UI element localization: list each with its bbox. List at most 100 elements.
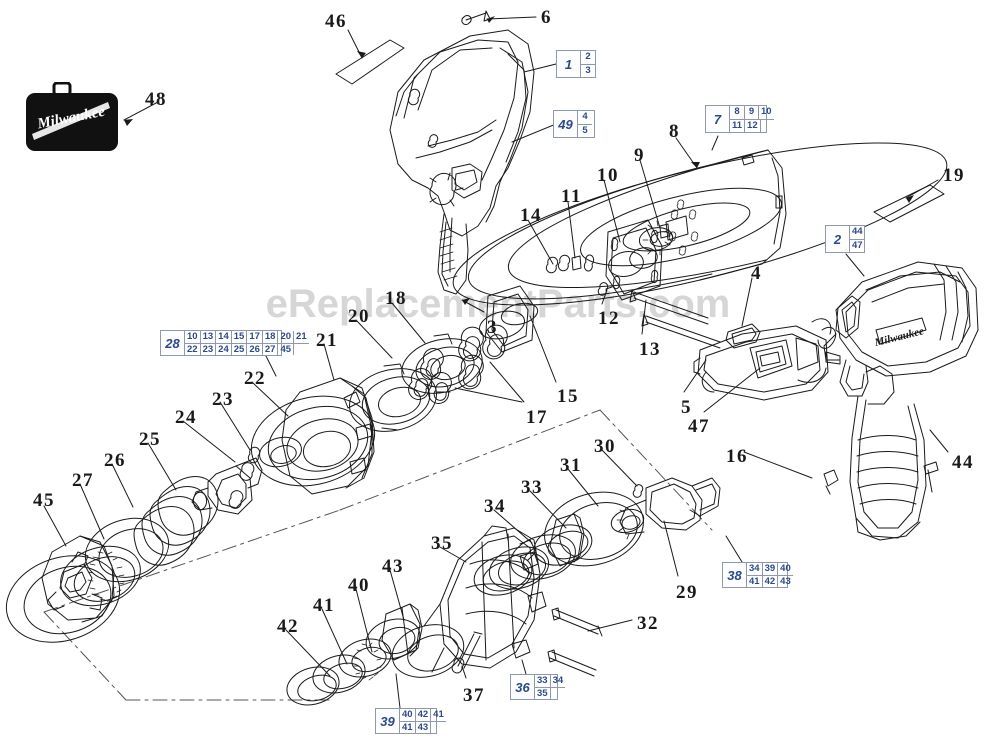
callout-20: 20 <box>348 306 370 327</box>
callout-46: 46 <box>325 11 347 32</box>
table-38-cell[interactable]: 43 <box>777 575 793 587</box>
callout-35: 35 <box>431 533 453 554</box>
table-38-key: 38 <box>723 563 747 587</box>
table-28-cell[interactable]: 26 <box>246 343 262 355</box>
table-28-cell[interactable]: 45 <box>277 343 293 355</box>
table-38-cell[interactable]: 39 <box>761 563 778 575</box>
callout-5: 5 <box>681 397 692 418</box>
table-39-cell[interactable]: 40 <box>402 709 413 720</box>
callout-22: 22 <box>244 368 266 389</box>
table-2-row: 47 <box>850 238 865 253</box>
callout-44: 44 <box>952 452 974 473</box>
callout-4: 4 <box>751 263 762 284</box>
table-49-cell[interactable]: 5 <box>582 124 588 136</box>
table-38-cell[interactable]: 34 <box>749 563 760 574</box>
callout-30: 30 <box>594 436 616 457</box>
table-28-cell[interactable]: 25 <box>230 343 247 355</box>
table-7-cell[interactable]: 10 <box>758 106 774 119</box>
table-7-cell[interactable]: 9 <box>744 106 758 119</box>
table-28-cell[interactable]: 27 <box>261 343 278 355</box>
table-28-cell[interactable]: 24 <box>215 343 231 355</box>
callout-41: 41 <box>313 595 335 616</box>
table-28-cell[interactable]: 22 <box>187 343 198 355</box>
callout-3: 3 <box>487 317 498 338</box>
table-38-cell[interactable]: 42 <box>761 575 778 587</box>
table-36-cell <box>549 687 564 699</box>
table-38-cell[interactable]: 40 <box>777 563 793 575</box>
table-28-cell[interactable]: 21 <box>293 331 309 343</box>
callout-24: 24 <box>175 407 197 428</box>
table-1-cell[interactable]: 2 <box>585 51 591 62</box>
table-38-cell[interactable]: 41 <box>749 575 760 587</box>
callout-13: 13 <box>639 339 661 360</box>
table-39-cell[interactable]: 43 <box>414 721 431 733</box>
callout-47: 47 <box>688 416 710 437</box>
table-7-cell[interactable]: 8 <box>734 106 740 117</box>
table-2-key: 2 <box>826 226 850 252</box>
table-49-key: 49 <box>554 111 578 137</box>
callout-17: 17 <box>526 407 548 428</box>
table-1-row: 2 <box>581 51 595 64</box>
callout-16: 16 <box>726 446 748 467</box>
table-39-cell[interactable]: 41 <box>402 721 413 733</box>
table-28-cell[interactable]: 23 <box>199 343 216 355</box>
table-28-cell[interactable]: 15 <box>230 331 247 343</box>
table-39-cell[interactable]: 42 <box>414 709 431 721</box>
callout-25: 25 <box>139 429 161 450</box>
callout-21: 21 <box>316 330 338 351</box>
table-28-cell[interactable]: 14 <box>215 331 231 343</box>
table-7-cell[interactable]: 12 <box>744 119 760 132</box>
callout-48: 48 <box>145 89 167 110</box>
callout-29: 29 <box>676 582 698 603</box>
table-28-cell[interactable]: 20 <box>277 331 293 343</box>
callout-12: 12 <box>598 308 620 329</box>
table-36-cell[interactable]: 35 <box>537 687 548 699</box>
table-36-cell[interactable]: 34 <box>549 675 566 687</box>
table-39-cell[interactable]: 41 <box>430 709 446 721</box>
table-49[interactable]: 49 4 5 <box>553 110 595 138</box>
table-49-cell[interactable]: 4 <box>582 111 588 122</box>
table-28-cell[interactable]: 10 <box>187 331 198 342</box>
callout-45: 45 <box>33 490 55 511</box>
callout-26: 26 <box>104 450 126 471</box>
table-2-cell[interactable]: 44 <box>852 226 863 237</box>
table-7-cell <box>759 119 774 132</box>
table-28-cell[interactable]: 18 <box>261 331 278 343</box>
callout-23: 23 <box>212 389 234 410</box>
callout-27: 27 <box>72 470 94 491</box>
table-49-row: 5 <box>578 123 592 138</box>
table-36-cell[interactable]: 33 <box>537 675 548 686</box>
table-39-key: 39 <box>376 709 400 733</box>
table-1-cell[interactable]: 3 <box>585 64 591 76</box>
callout-8: 8 <box>669 121 680 142</box>
table-1-key: 1 <box>557 51 581 77</box>
callout-6: 6 <box>541 7 552 28</box>
table-1-row: 3 <box>581 63 595 78</box>
table-2-cell[interactable]: 47 <box>852 239 863 251</box>
table-28-cell[interactable]: 17 <box>246 331 262 343</box>
milwaukee-case-illustration: Milwaukee <box>26 82 118 151</box>
table-28-cell[interactable]: 13 <box>199 331 216 343</box>
table-7-cell[interactable]: 11 <box>732 119 743 131</box>
table-28-key: 28 <box>161 331 185 355</box>
